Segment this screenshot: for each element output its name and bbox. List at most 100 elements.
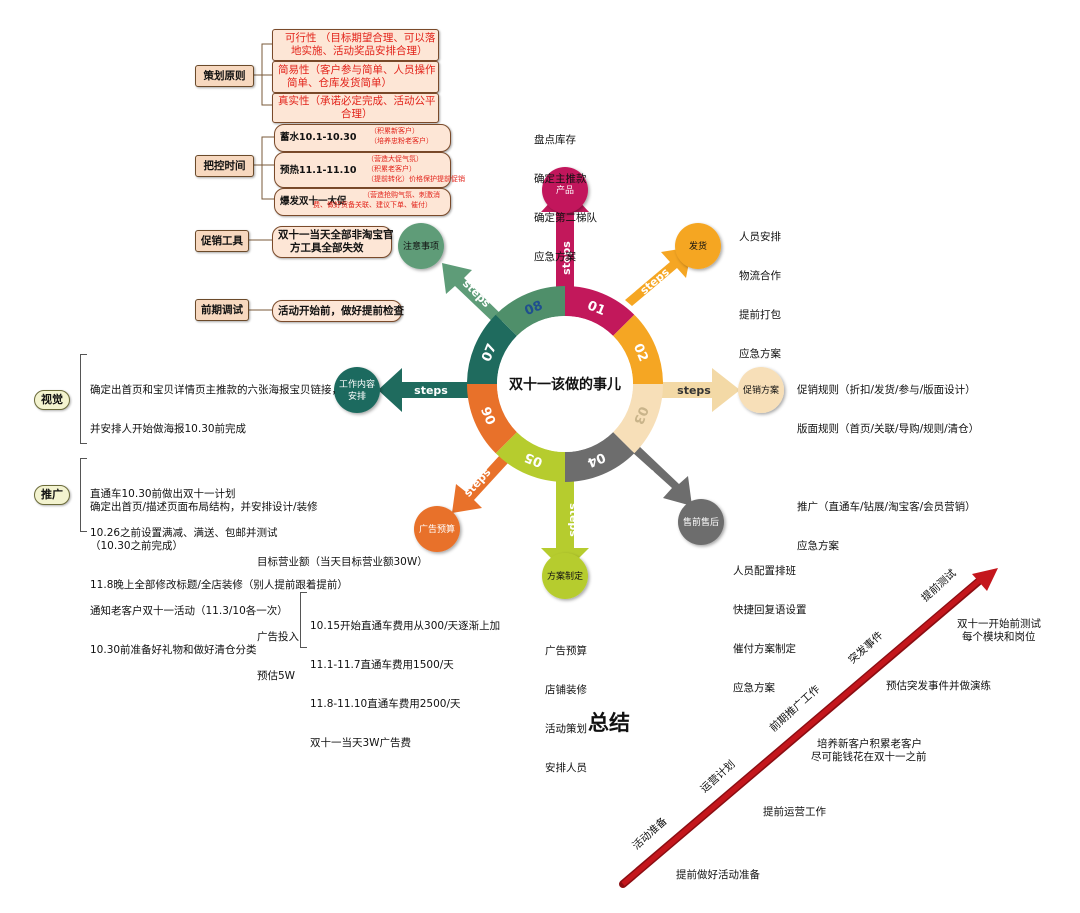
arrow-promo-plan	[640, 368, 740, 412]
visual-line-1: 确定出首页和宝贝详情页主推款的六张海报宝贝链接，	[90, 384, 342, 396]
node-plan	[542, 553, 588, 599]
ring-segment-01	[565, 286, 635, 336]
promotion-lines: 直通车10.30前做出双十一计划 10.26之前设置满减、满送、包邮并测试 通知…	[90, 462, 288, 670]
ring-number-04: 04	[585, 449, 607, 470]
product-note-1: 盘点库存	[534, 134, 576, 146]
timing-item-2-note-3: （提前转化）价格保护提前促销	[367, 175, 465, 183]
promo-plan-note-5: 应急方案	[797, 540, 839, 552]
arrow-shipping	[625, 247, 692, 306]
node-ad-budget	[414, 506, 460, 552]
product-notes: 盘点库存 确定主推款 确定第二梯队 应急方案	[534, 108, 597, 277]
node-product	[542, 167, 588, 213]
step-ring	[467, 286, 663, 482]
timing-item-3-note-2: 费、做好货备关联、建议下单、催付）	[313, 201, 432, 209]
after-sales-note-1: 人员配置排班	[733, 565, 796, 577]
principle-item-3-line-2: 合理）	[341, 108, 373, 120]
timing-item-1: 蓄水10.1-10.30 （积累新客户） （培养忠粉老客户）	[274, 124, 451, 152]
timing-item-1-title: 蓄水10.1-10.30	[280, 132, 357, 143]
timing-item-1-note-2: （培养忠粉老客户）	[370, 137, 433, 145]
center-hub	[497, 316, 633, 452]
ring-number-02: 02	[630, 342, 651, 364]
ring-number-05: 05	[523, 449, 545, 470]
after-sales-note-2: 快捷回复语设置	[733, 604, 807, 616]
after-sales-note-4: 应急方案	[733, 682, 775, 694]
visual-line-4: 确定出首页/描述页面布局结构，并安排设计/装修	[90, 501, 318, 513]
arrow-product	[541, 186, 589, 290]
principles-label: 策划原则	[195, 65, 254, 87]
promo-plan-notes: 促销规则（折扣/发货/参与/版面设计） 版面规则（首页/关联/导购/规则/清仓）…	[797, 358, 979, 566]
principle-item-3: 真实性（承诺必定完成、活动公平 合理）	[272, 93, 439, 123]
summary-arrow	[619, 568, 998, 888]
timing-label: 把控时间	[195, 155, 254, 177]
ad-budget-line-2: 11.1-11.7直通车费用1500/天	[310, 659, 454, 671]
visual-tag: 视觉	[34, 390, 70, 410]
summary-note-5: 预估突发事件并做演练	[886, 680, 991, 692]
principle-item-1-line-1: 可行性 （目标期望合理、可以落	[285, 32, 436, 44]
ring-segment-08	[495, 286, 565, 336]
ad-budget-target: 目标营业额（当天目标营业额30W）	[257, 556, 428, 568]
plan-note-2: 店铺装修	[545, 684, 587, 696]
debug-box: 活动开始前，做好提前检查	[272, 300, 404, 322]
node-shipping	[675, 223, 721, 269]
principle-item-1-line-2: 地实施、活动奖品安排合理）	[291, 45, 428, 57]
arrow-plan	[541, 478, 589, 572]
node-label-shipping: 发货	[689, 240, 707, 252]
steps-label-01: steps	[560, 241, 573, 275]
ring-number-01: 01	[585, 298, 607, 319]
visual-line-5: （10.30之前完成）	[90, 540, 184, 552]
shipping-notes: 人员安排 物流合作 提前打包 应急方案	[739, 205, 781, 374]
plan-note-4: 安排人员	[545, 762, 587, 774]
node-label-product: 产品	[556, 184, 574, 196]
promo-plan-note-2: 版面规则（首页/关联/导购/规则/清仓）	[797, 423, 980, 435]
plan-notes: 广告预算 店铺装修 活动策划 安排人员	[545, 619, 587, 788]
node-label-after-sales: 售前售后	[683, 516, 719, 528]
principle-item-1: 可行性 （目标期望合理、可以落 地实施、活动奖品安排合理）	[272, 29, 439, 61]
summary-note-7: 每个模块和岗位	[962, 631, 1036, 643]
product-note-3: 确定第二梯队	[534, 212, 597, 224]
branch-nodes	[334, 167, 784, 599]
visual-bracket	[80, 354, 87, 444]
product-note-2: 确定主推款	[534, 173, 587, 185]
steps-label-07: steps	[414, 384, 448, 397]
visual-lines: 确定出首页和宝贝详情页主推款的六张海报宝贝链接， 并安排人开始做海报10.30前…	[90, 358, 348, 605]
promotion-line-4: 通知老客户双十一活动（11.3/10各一次）	[90, 605, 288, 617]
promotion-line-3	[90, 566, 288, 579]
timing-item-3: 爆发双十一大促 （营造抢购气氛、刺激消 费、做好货备关联、建议下单、催付）	[274, 188, 451, 216]
steps-label-03: steps	[677, 384, 711, 397]
timing-item-2-note-1: （营造大促气氛）	[367, 155, 423, 163]
node-content	[334, 367, 380, 413]
shipping-note-2: 物流合作	[739, 270, 781, 282]
promo-plan-note-4: 推广（直通车/钻展/淘宝客/会员营销）	[797, 501, 976, 513]
plan-note-3: 活动策划	[545, 723, 587, 735]
promotion-tag: 推广	[34, 485, 70, 505]
timing-item-2: 预热11.1-11.10 （营造大促气氛） （积累老客户） （提前转化）价格保护…	[274, 152, 465, 188]
ad-budget-invest: 广告投入 预估5W	[257, 605, 299, 696]
promotion-line-5: 10.30前准备好礼物和做好清仓分类	[90, 644, 257, 656]
tools-line-2: 方工具全部失效	[290, 242, 364, 254]
ad-budget-line-4: 双十一当天3W广告费	[310, 737, 412, 749]
promotion-line-2: 10.26之前设置满减、满送、包邮并测试	[90, 527, 278, 539]
ring-segment-06	[467, 384, 517, 454]
timing-item-1-note-1: （积累新客户）	[370, 127, 419, 135]
after-sales-note-3: 催付方案制定	[733, 643, 796, 655]
ring-segment-05	[495, 432, 565, 482]
left-tree-connectors	[248, 43, 274, 311]
node-label-notes: 注意事项	[403, 240, 439, 252]
ring-number-03: 03	[630, 404, 651, 426]
timing-item-3-title: 爆发双十一大促	[280, 196, 347, 207]
summary-note-4: 尽可能钱花在双十一之前	[811, 751, 927, 763]
product-note-4: 应急方案	[534, 251, 576, 263]
node-label-promo-plan: 促销方案	[743, 384, 779, 396]
visual-line-2: 并安排人开始做海报10.30前完成	[90, 423, 247, 435]
summary-note-1: 提前做好活动准备	[676, 869, 760, 881]
node-notes	[398, 223, 444, 269]
ring-number-07: 07	[479, 342, 500, 364]
ring-segment-07	[467, 314, 517, 384]
ad-budget-invest-2: 预估5W	[257, 670, 296, 682]
center-title: 双十一该做的事儿	[509, 376, 621, 393]
promo-plan-note-1: 促销规则（折扣/发货/参与/版面设计）	[797, 384, 976, 396]
step-arrows	[378, 186, 740, 572]
summary-note-6: 双十一开始前测试	[957, 618, 1041, 630]
ad-budget-bracket	[300, 592, 307, 648]
ring-segment-02	[613, 314, 663, 384]
